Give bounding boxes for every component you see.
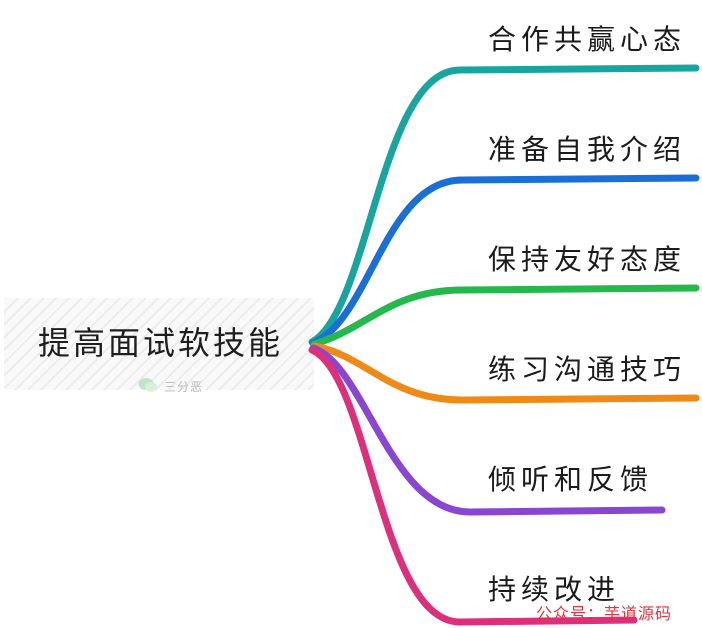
branch-label-3: 练习沟通技巧 [488, 353, 687, 386]
root-node-background [4, 298, 314, 390]
branch-link-3 [310, 342, 700, 404]
branch-link-1 [309, 174, 700, 347]
branch-label-1: 准备自我介绍 [488, 133, 687, 166]
branch-label-4: 倾听和反馈 [488, 463, 654, 496]
root-node-label: 提高面试软技能 [38, 324, 284, 362]
wechat-logo-icon [138, 378, 157, 392]
branch-label-0: 合作共赢心态 [488, 23, 687, 56]
branch-link-2 [310, 284, 700, 348]
center-watermark-text: 三分恶 [164, 380, 204, 394]
branch-link-0 [308, 64, 700, 346]
branch-label-5: 持续改进 [488, 573, 621, 606]
branch-label-2: 保持友好态度 [488, 243, 687, 276]
branch-link-5 [308, 346, 638, 626]
footer-watermark: 公众号：芋道源码 [536, 604, 673, 623]
branch-link-4 [309, 344, 666, 516]
